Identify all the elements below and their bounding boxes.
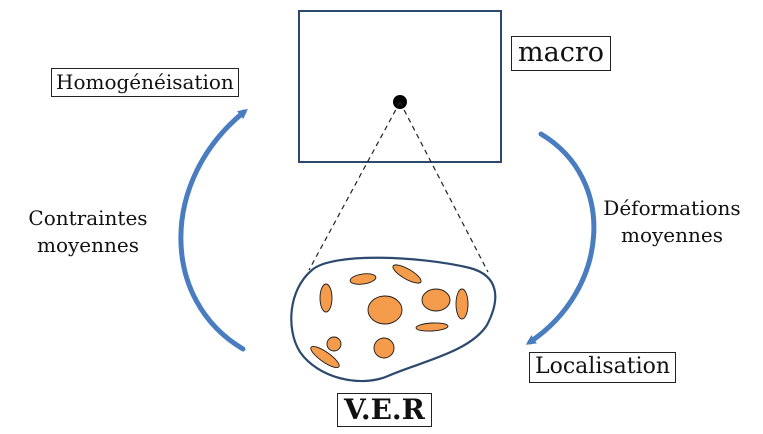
inclusion (373, 337, 395, 359)
inclusion (415, 322, 449, 332)
contraintes-moyennes-label: Contraintes moyennes (8, 205, 168, 259)
inclusion (421, 288, 451, 312)
deformations-line-2: moyennes (620, 223, 723, 247)
inclusion (392, 264, 422, 284)
inclusion (367, 295, 403, 325)
inclusion (310, 345, 340, 369)
inclusion (455, 288, 469, 320)
ver-label: V.E.R (337, 393, 432, 427)
deformations-moyennes-label: Déformations moyennes (592, 195, 752, 249)
homogenisation-label: Homogénéisation (51, 68, 239, 97)
deformations-line-1: Déformations (603, 196, 741, 220)
contraintes-line-2: moyennes (36, 233, 139, 257)
localisation-arrow (525, 131, 597, 345)
contraintes-line-1: Contraintes (28, 206, 148, 230)
homogenisation-arrow (178, 108, 248, 352)
zoom-line-left (308, 101, 401, 271)
inclusions (310, 264, 469, 369)
inclusion (319, 283, 333, 313)
localisation-label: Localisation (529, 352, 677, 383)
zoom-line-right (399, 101, 489, 273)
inclusion (326, 336, 342, 352)
macro-label: macro (511, 36, 611, 71)
macro-domain-box (298, 10, 502, 163)
inclusion (349, 273, 377, 285)
